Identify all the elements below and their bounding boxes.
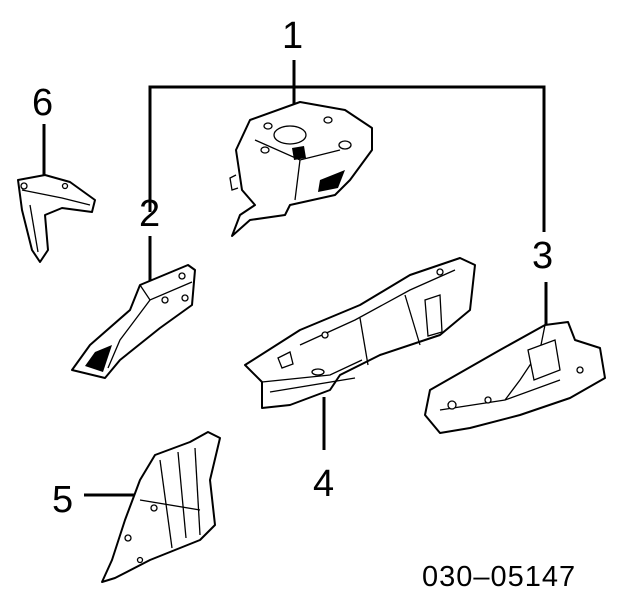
part-6 [17,174,96,263]
callout-6-label: 6 [32,82,53,124]
part-1 [229,101,373,237]
part-4 [244,257,476,409]
part-5 [101,431,221,583]
callout-4-label: 4 [313,463,334,505]
callout-3-label: 3 [532,235,553,277]
part-2 [71,264,196,379]
leader-lines [42,60,548,497]
callout-5-label: 5 [52,479,73,521]
diagram-code: 030–05147 [422,561,576,593]
callout-2-label: 2 [139,193,160,235]
bracket-1 [148,85,546,232]
part-3 [424,321,606,434]
callout-1-label: 1 [282,15,303,57]
